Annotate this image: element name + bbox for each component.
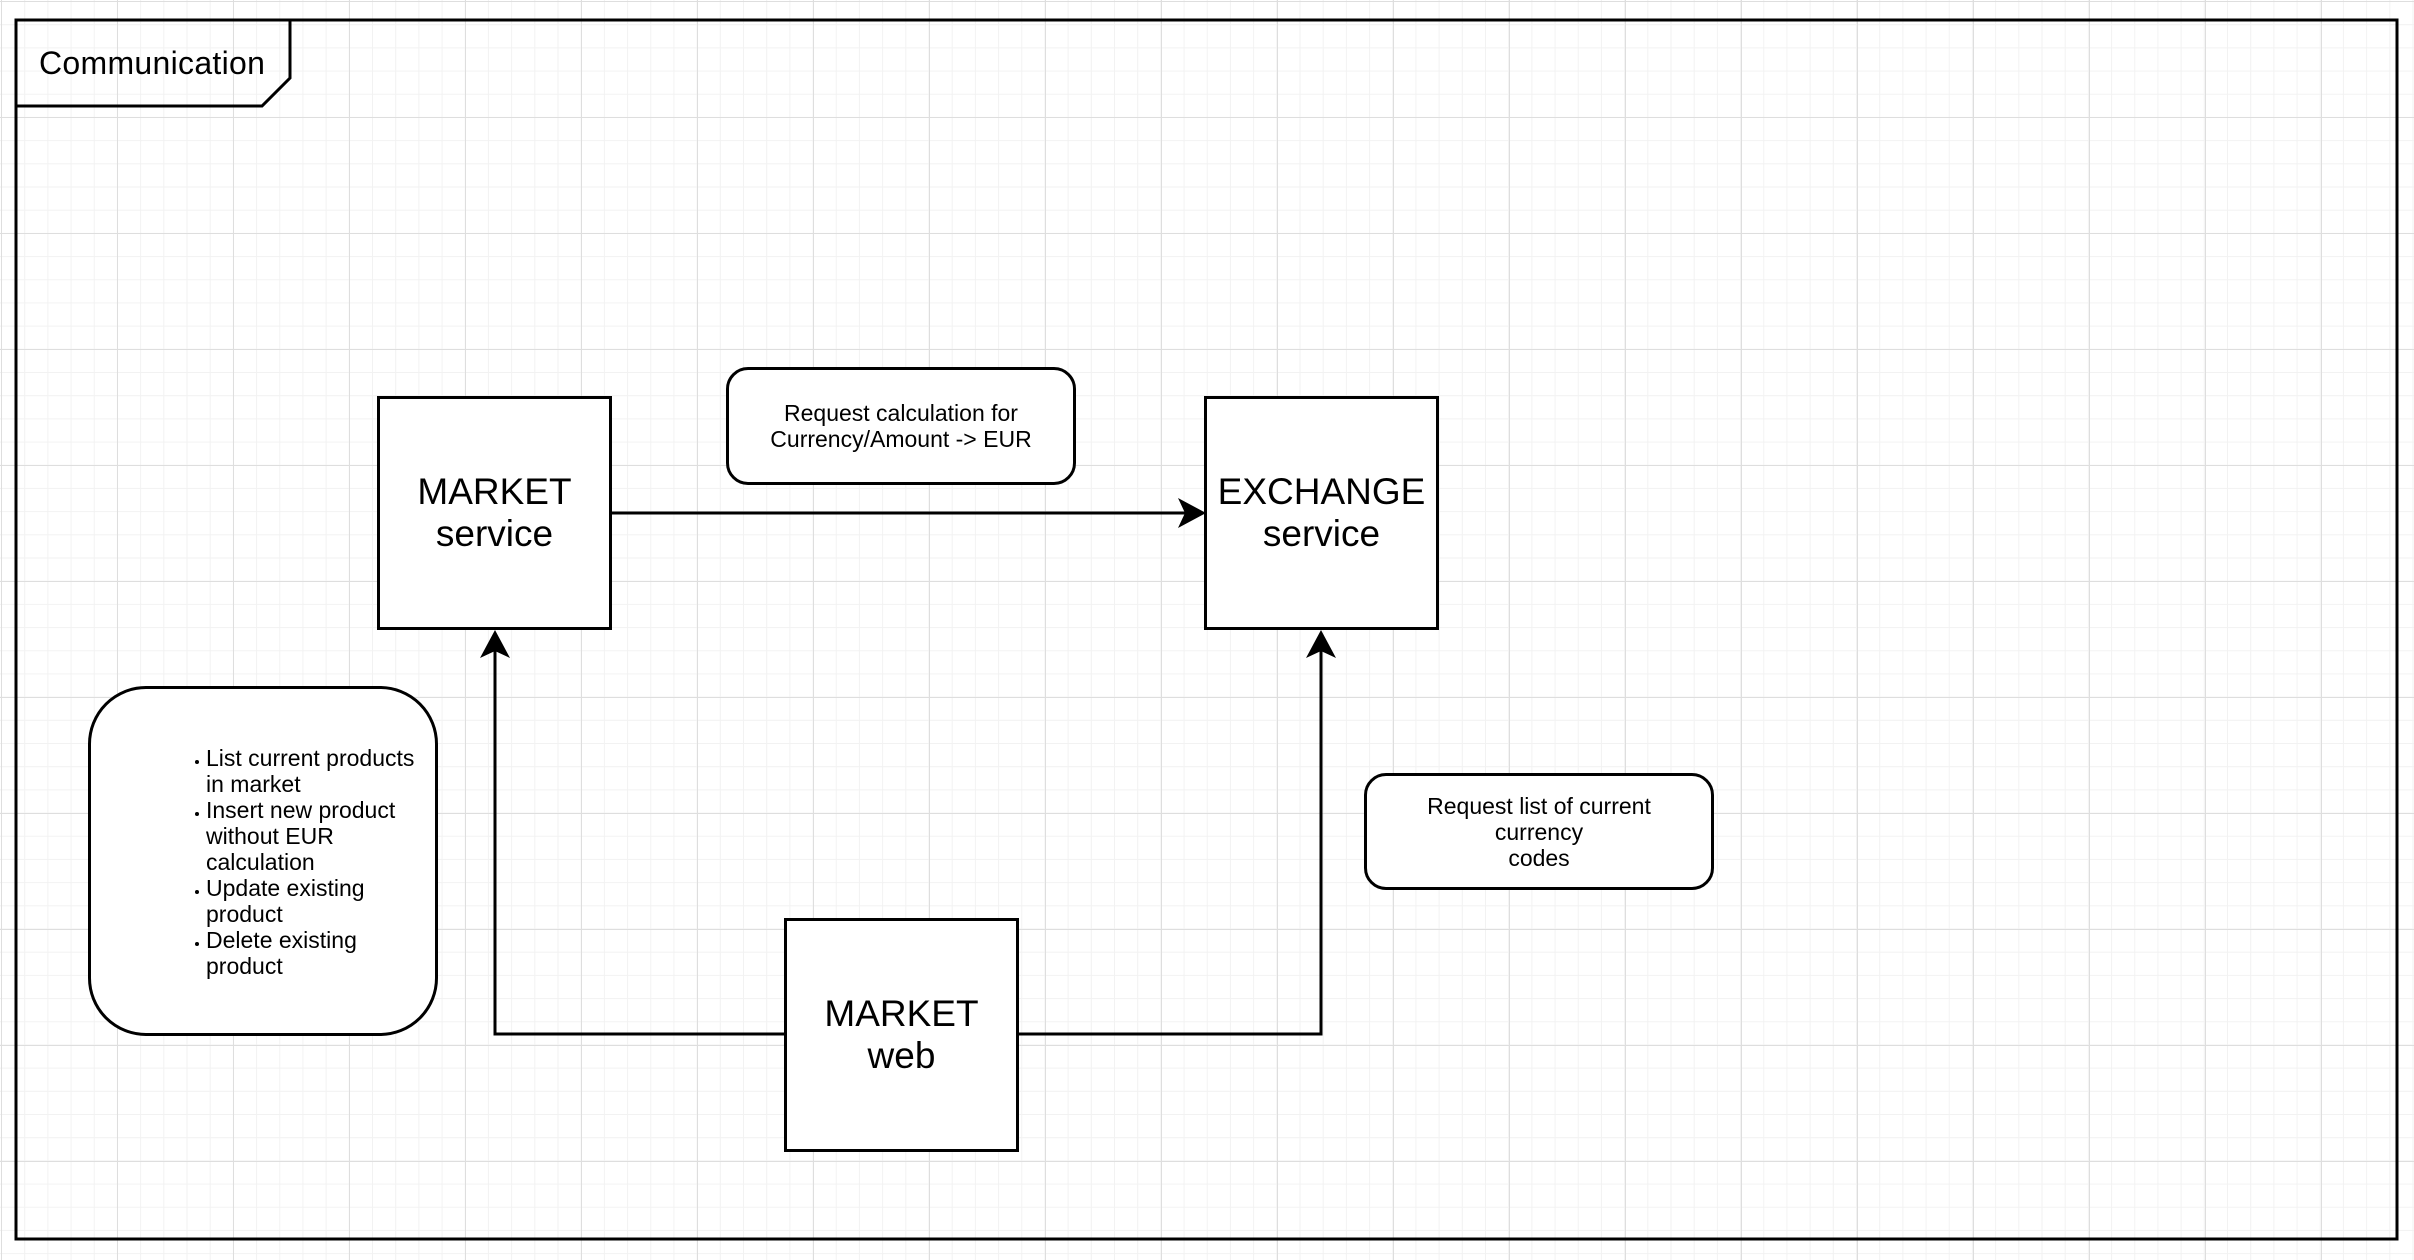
list-item-line: calculation <box>206 849 315 875</box>
connector-web-to-market-service <box>493 643 785 1036</box>
list-item-line: Insert new product <box>206 797 396 823</box>
currency-codes-line1: Request list of current currency <box>1427 792 1651 845</box>
exchange-request-line1: Request calculation for <box>784 400 1018 426</box>
market-functions-note[interactable]: List current products in market Insert n… <box>88 686 438 1036</box>
list-item: Insert new product without EUR calculati… <box>206 797 435 875</box>
exchange-service-line1: EXCHANGE <box>1217 471 1426 512</box>
exchange-request-note[interactable]: Request calculation for Currency/Amount … <box>726 367 1076 485</box>
frame-border <box>14 18 2399 1241</box>
currency-codes-note[interactable]: Request list of current currency codes <box>1364 773 1714 890</box>
market-service-line1: MARKET <box>417 471 572 512</box>
list-item-line: without EUR <box>206 823 334 849</box>
market-functions-list: List current products in market Insert n… <box>91 745 435 979</box>
list-item: List current products in market <box>206 745 435 797</box>
arrowhead-market-service-bottom <box>480 630 510 658</box>
market-service-line2: service <box>435 513 554 554</box>
exchange-service-line2: service <box>1262 513 1381 554</box>
market-web-line1: MARKET <box>824 993 979 1034</box>
connector-web-to-exchange-service <box>1017 643 1323 1036</box>
list-item-line: product <box>206 953 283 979</box>
frame-title-tab <box>16 20 292 108</box>
arrowhead-exchange-left <box>1178 498 1206 528</box>
list-item-line: in market <box>206 771 301 797</box>
market-service-node[interactable]: MARKET service <box>377 396 612 630</box>
list-item-line: product <box>206 901 283 927</box>
arrowhead-exchange-service-bottom <box>1306 630 1336 658</box>
list-item: Delete existing product <box>206 927 435 979</box>
market-web-node[interactable]: MARKET web <box>784 918 1019 1152</box>
market-web-line2: web <box>867 1035 936 1076</box>
list-item-line: Delete existing <box>206 927 357 953</box>
frame-title-label: Communication <box>39 44 266 81</box>
exchange-service-node[interactable]: EXCHANGE service <box>1204 396 1439 630</box>
list-item-line: Update existing <box>206 875 365 901</box>
exchange-request-line2: Currency/Amount -> EUR <box>770 426 1032 452</box>
currency-codes-line2: codes <box>1508 844 1570 871</box>
list-item: Update existing product <box>206 875 435 927</box>
frame-title: Communication <box>14 20 279 106</box>
list-item-line: List current products <box>206 745 415 771</box>
